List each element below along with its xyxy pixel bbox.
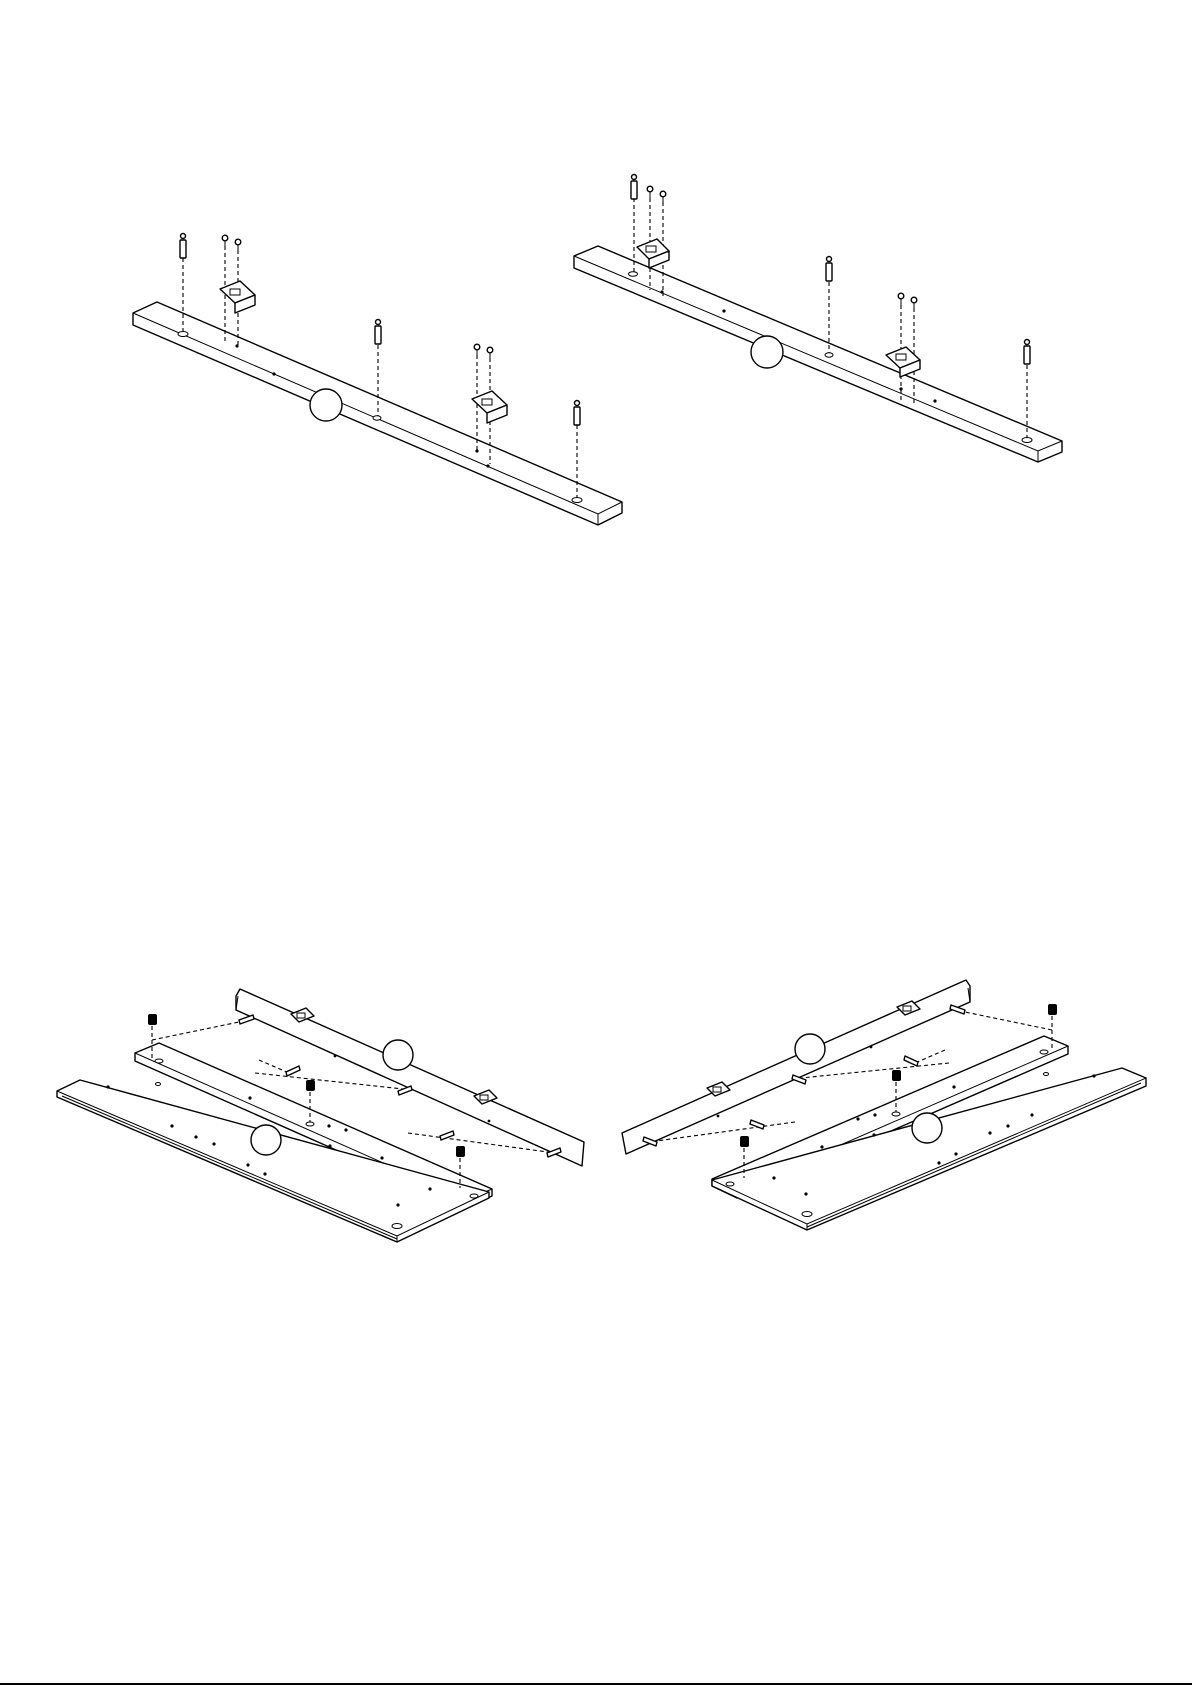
part-callout-circle bbox=[795, 1034, 825, 1064]
screw-icon bbox=[647, 186, 653, 198]
wooden-dowel-icon bbox=[239, 1015, 254, 1024]
hole bbox=[1022, 438, 1032, 443]
wooden-dowel-icon bbox=[180, 234, 186, 259]
rail-step-right bbox=[574, 175, 1062, 463]
hole bbox=[306, 1122, 314, 1126]
hole bbox=[178, 332, 188, 337]
screw-icon bbox=[474, 344, 480, 355]
hole bbox=[892, 1112, 900, 1116]
wooden-dowel-icon bbox=[375, 320, 381, 345]
hole bbox=[572, 498, 582, 503]
wooden-dowel-icon bbox=[574, 401, 580, 426]
part-callout-circle bbox=[251, 1125, 281, 1155]
screw-icon bbox=[911, 297, 917, 308]
part-callout-circle bbox=[751, 336, 783, 368]
cam-lock-icon bbox=[456, 1146, 465, 1157]
wooden-dowel-icon bbox=[904, 1056, 918, 1066]
hole bbox=[825, 353, 833, 357]
cam-lock-icon bbox=[892, 1070, 901, 1081]
part-callout-circle bbox=[912, 1113, 942, 1143]
wooden-dowel-icon bbox=[826, 257, 832, 282]
screw-icon bbox=[660, 191, 666, 202]
cam-lock-icon bbox=[1048, 1004, 1057, 1015]
screw-icon bbox=[487, 347, 493, 358]
hole bbox=[1040, 1050, 1048, 1054]
rail-step-left bbox=[133, 234, 622, 526]
screw-icon bbox=[235, 239, 241, 250]
cam-lock-icon bbox=[148, 1014, 157, 1025]
wooden-dowel-icon bbox=[631, 175, 637, 200]
rail-board-right bbox=[574, 246, 1062, 462]
hole bbox=[629, 272, 638, 277]
cam-lock-icon bbox=[306, 1080, 315, 1091]
cam-lock-icon bbox=[740, 1136, 749, 1147]
hole bbox=[802, 1212, 812, 1217]
part-callout-circle bbox=[310, 389, 342, 421]
frame-step-right bbox=[622, 980, 1146, 1230]
part-callout-circle bbox=[383, 1040, 413, 1070]
screw-icon bbox=[898, 293, 904, 305]
wooden-dowel-icon bbox=[1024, 340, 1030, 365]
screw-icon bbox=[222, 235, 228, 246]
hole bbox=[373, 416, 381, 420]
wooden-dowel-icon bbox=[398, 1086, 412, 1095]
hole bbox=[392, 1224, 402, 1229]
wooden-dowel-icon bbox=[286, 1066, 300, 1076]
hole bbox=[155, 1059, 163, 1063]
frame-step-left bbox=[57, 989, 584, 1242]
